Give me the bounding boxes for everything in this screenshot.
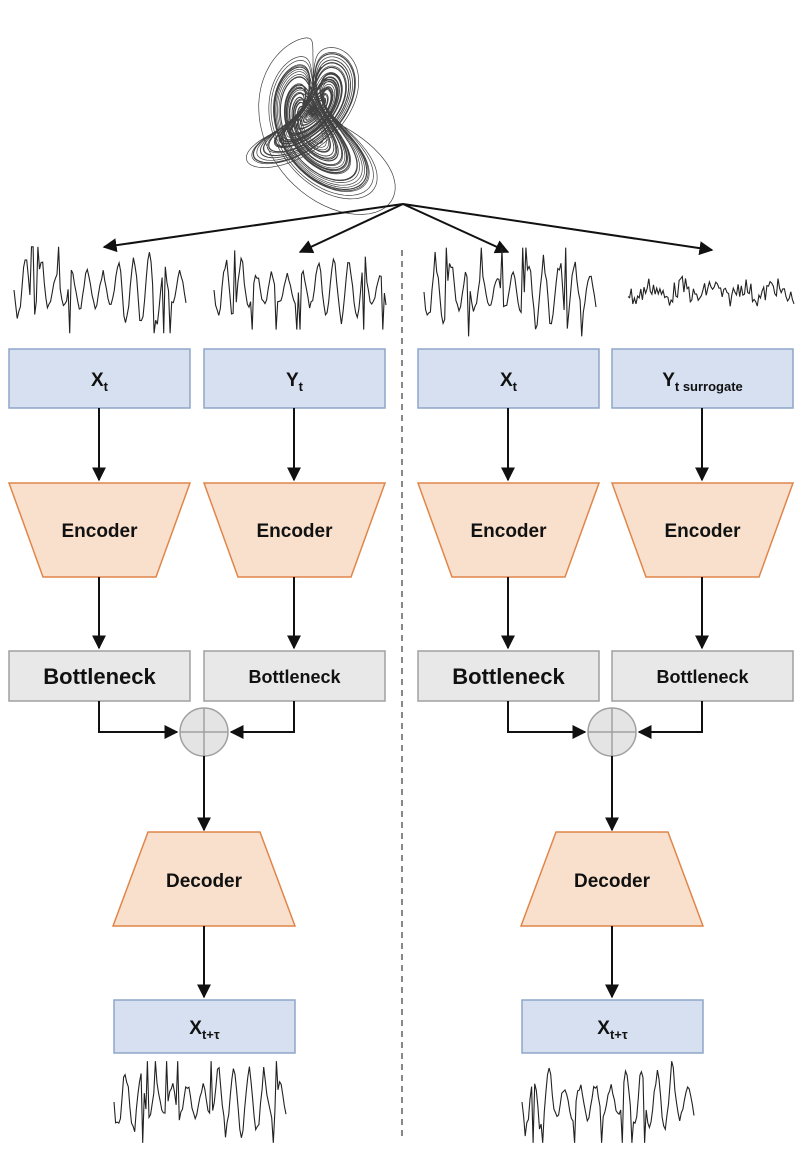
bottleneck-x — [8, 650, 191, 702]
bottleneck-x-right-label: Bottleneck — [452, 664, 565, 689]
encoder-y-label: Encoder — [256, 521, 333, 542]
sum-node-right-icon — [587, 707, 637, 757]
bottleneck-y — [203, 650, 386, 702]
encoder-y — [202, 482, 387, 578]
input-label-x: Xt — [91, 370, 109, 394]
input-label-y: Yt — [286, 370, 304, 394]
bottleneck-y-surrogate — [611, 650, 794, 702]
arrow-bottleneck-x-to-sum — [98, 701, 179, 739]
input-label-x-right: Xt — [500, 370, 518, 394]
attractor-trajectory — [245, 37, 396, 215]
output-box-right — [521, 999, 704, 1054]
decoder-right-label: Decoder — [574, 871, 651, 892]
decoder-right — [519, 831, 705, 927]
encoder-x — [7, 482, 192, 578]
input-box-y — [203, 348, 386, 409]
input-box-x — [8, 348, 191, 409]
encoder-x-right — [416, 482, 601, 578]
encoder-x-right-label: Encoder — [470, 521, 547, 542]
series-plot-x — [13, 246, 187, 334]
arrow-to-series-1 — [102, 203, 404, 253]
series-plot-output — [113, 1061, 287, 1143]
left-panel: Xt Yt Encoder Encoder Bottleneck Bottlen… — [7, 348, 387, 1054]
series-plot-x-right — [423, 247, 597, 337]
arrow-bottleneck-y-surrogate-to-sum — [637, 701, 703, 739]
arrow-bottleneck-x-right-to-sum — [507, 701, 587, 739]
decoder — [111, 831, 297, 927]
arrow-to-series-4 — [402, 203, 714, 256]
bottleneck-y-label: Bottleneck — [248, 667, 341, 687]
encoder-x-label: Encoder — [61, 521, 138, 542]
attractor-arrows — [102, 203, 714, 256]
encoder-y-surrogate — [610, 482, 795, 578]
time-series-plots — [13, 246, 795, 1143]
bottleneck-y-surrogate-label: Bottleneck — [656, 667, 749, 687]
output-right-label: Xt+τ — [597, 1018, 628, 1042]
series-plot-y-surrogate — [627, 275, 795, 307]
encoder-y-surrogate-label: Encoder — [664, 521, 741, 542]
lorenz-attractor-image — [245, 37, 396, 215]
bottleneck-x-label: Bottleneck — [43, 664, 156, 689]
output-label: Xt+τ — [189, 1018, 220, 1042]
input-box-y-surrogate — [611, 348, 794, 409]
sum-node-icon — [179, 707, 229, 757]
arrow-bottleneck-y-to-sum — [229, 701, 295, 739]
output-box — [113, 999, 296, 1054]
input-label-y-surrogate: Yt surrogate — [662, 370, 743, 394]
series-plot-y — [213, 250, 387, 330]
bottleneck-x-right — [417, 650, 600, 702]
input-box-x-right — [417, 348, 600, 409]
arrow-to-series-2 — [298, 203, 404, 254]
decoder-label: Decoder — [166, 871, 243, 892]
series-plot-output-right — [521, 1061, 695, 1143]
right-panel: Xt Yt surrogate Encoder Encoder Bottlene… — [416, 348, 795, 1054]
arrow-to-series-3 — [402, 203, 510, 254]
